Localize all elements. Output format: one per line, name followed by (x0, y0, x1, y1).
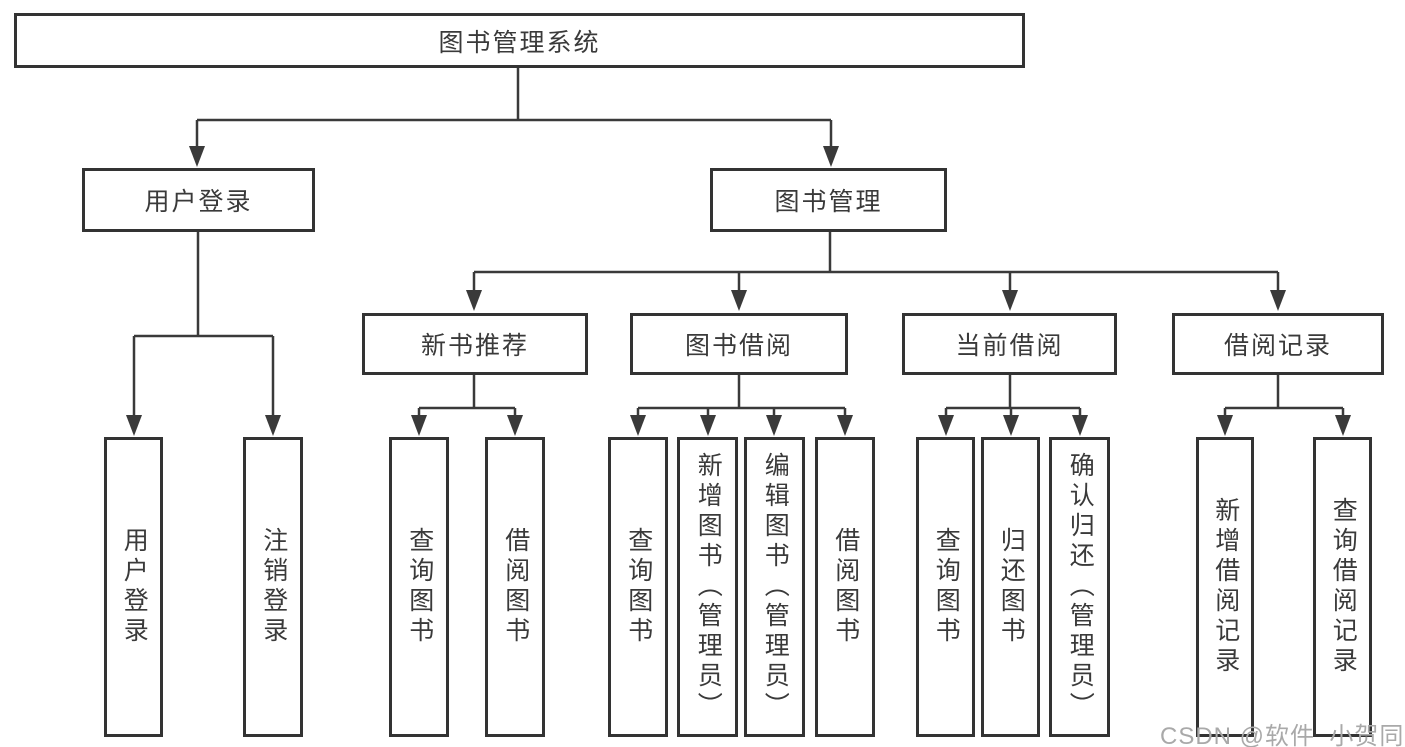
leaf-query-books-borrow: 查询图书 (608, 437, 668, 737)
leaf-query-borrow-record: 查询借阅记录 (1313, 437, 1372, 737)
node-root: 图书管理系统 (14, 13, 1025, 68)
leaf-query-books-recommend: 查询图书 (389, 437, 449, 737)
node-book-borrow: 图书借阅 (630, 313, 848, 375)
leaf-add-borrow-record: 新增借阅记录 (1196, 437, 1254, 737)
leaf-label: 新增借阅记录 (1211, 497, 1240, 677)
leaf-label: 借阅图书 (831, 527, 860, 647)
leaf-borrow-books-recommend: 借阅图书 (485, 437, 545, 737)
leaf-borrow-books: 借阅图书 (815, 437, 875, 737)
node-borrow-records: 借阅记录 (1172, 313, 1384, 375)
watermark: CSDN @软件_小贺同学 (1160, 723, 1405, 747)
leaf-logout: 注销登录 (243, 437, 303, 737)
leaf-label: 归还图书 (997, 527, 1026, 647)
leaf-label: 注销登录 (259, 527, 288, 647)
leaf-query-books-current: 查询图书 (916, 437, 975, 737)
node-user-login: 用户登录 (82, 168, 315, 232)
leaf-label: 确认归还（管理员） (1066, 452, 1095, 722)
node-book-management: 图书管理 (710, 168, 947, 232)
leaf-add-books-admin: 新增图书（管理员） (677, 437, 738, 737)
leaf-label: 用户登录 (120, 527, 149, 647)
leaf-edit-books-admin: 编辑图书（管理员） (744, 437, 805, 737)
node-current-borrow: 当前借阅 (902, 313, 1117, 375)
leaf-label: 查询图书 (624, 527, 653, 647)
leaf-label: 借阅图书 (501, 527, 530, 647)
leaf-confirm-return-admin: 确认归还（管理员） (1049, 437, 1110, 737)
leaf-return-books: 归还图书 (981, 437, 1040, 737)
leaf-label: 查询借阅记录 (1329, 497, 1358, 677)
arrowhead-icons (126, 146, 1351, 436)
node-new-book-recommend: 新书推荐 (362, 313, 588, 375)
leaf-label: 查询图书 (932, 527, 961, 647)
leaf-label: 新增图书（管理员） (694, 452, 723, 722)
leaf-label: 查询图书 (405, 527, 434, 647)
leaf-label: 编辑图书（管理员） (761, 452, 790, 722)
leaf-user-login: 用户登录 (104, 437, 163, 737)
